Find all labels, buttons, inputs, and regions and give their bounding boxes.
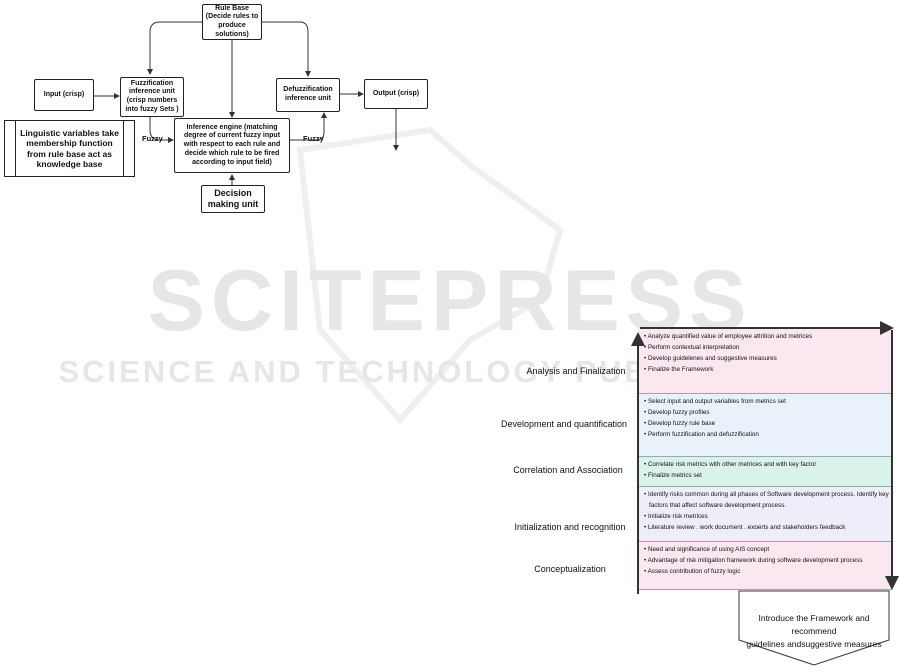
inference-engine-box: Inference engine (matching degree of cur… [174, 118, 290, 173]
rule-base-box: Rule Base (Decide rules to produce solut… [202, 4, 262, 40]
output-label: Output (crisp) [372, 89, 420, 97]
list-item: Develop guidelenes and suggestive measur… [638, 353, 892, 364]
list-item: Correlate risk metrics with other metric… [638, 459, 892, 470]
output-box: Output (crisp) [364, 79, 428, 109]
panel-initialization: Identify risks common during all phases … [638, 487, 892, 542]
list-item: Develop fuzzy rule base [638, 418, 892, 429]
decision-making-box: Decision making unit [201, 185, 265, 213]
conclusion-line-2: guidelines andsuggestive measures [746, 639, 882, 650]
list-item: Initialize risk metrices [638, 511, 892, 522]
conclusion-pentagon [738, 590, 890, 666]
list-item: Advantage of risk mitigation framework d… [638, 555, 892, 566]
inference-engine-label: Inference engine (matching degree of cur… [183, 123, 281, 166]
list-item: Select input and output variables from m… [638, 396, 892, 407]
conclusion-line-1: Introduce the Framework and recommend [758, 613, 870, 637]
fuzzy-label-left: Fuzzy [142, 134, 163, 143]
list-item: Analyze quantified value of employee att… [638, 331, 892, 342]
list-item: Perform fuzzification and defuzzificatio… [638, 429, 892, 440]
arrow-inference-to-defuzzification [290, 112, 327, 141]
phase-initialization-recognition: Initialization and recognition [514, 522, 626, 532]
defuzzification-box: Defuzzification inference unit [276, 78, 340, 112]
list-item: Identify risks common during all phases … [638, 489, 892, 500]
panel-conceptualization: Need and significance of using AIS conce… [638, 542, 892, 590]
input-label: Input (crisp) [43, 90, 85, 98]
panel-analysis: Analyze quantified value of employee att… [638, 329, 892, 394]
rule-base-label: Rule Base (Decide rules to produce solut… [205, 4, 259, 38]
panel-development: Select input and output variables from m… [638, 394, 892, 457]
fuzzification-label: Fuzzification inference unit (crisp numb… [125, 79, 179, 113]
linguistic-variables-label: Linguistic variables take membership fun… [20, 128, 119, 169]
phase-analysis-finalization: Analysis and Finalization [526, 366, 626, 376]
list-item: factors that affect software development… [649, 502, 787, 510]
fuzzy-label-right: Fuzzy [303, 134, 324, 143]
list-item: Finalize the Framework [638, 364, 892, 375]
list-item: Literature review , work document , expe… [638, 522, 892, 529]
phase-correlation-association: Correlation and Association [513, 465, 623, 475]
arrow-rulebase-to-fuzzification [147, 21, 202, 75]
decision-making-label: Decision making unit [207, 187, 259, 209]
phase-conceptualization: Conceptualization [534, 564, 606, 574]
watermark-logo-shape [296, 126, 564, 425]
conclusion-text: Introduce the Framework and recommend gu… [738, 590, 890, 666]
list-item: Develop fuzzy profiles [638, 407, 892, 418]
list-item: Perform contextual interpretation [638, 342, 892, 353]
list-item: Finalize metrics set [638, 470, 892, 481]
input-box: Input (crisp) [34, 79, 94, 111]
arrow-fuzzification-to-inference [149, 117, 174, 143]
list-item: Assess contribution of fuzzy logic [638, 566, 892, 577]
defuzzification-label: Defuzzification inference unit [283, 86, 333, 102]
linguistic-variables-box: Linguistic variables take membership fun… [4, 120, 135, 177]
arrow-rulebase-to-defuzzification [262, 21, 311, 77]
phase-development-quantification: Development and quantification [500, 419, 628, 429]
panel-correlation: Correlate risk metrics with other metric… [638, 457, 892, 487]
list-item: Need and significance of using AIS conce… [638, 544, 892, 555]
fuzzification-box: Fuzzification inference unit (crisp numb… [120, 77, 184, 117]
